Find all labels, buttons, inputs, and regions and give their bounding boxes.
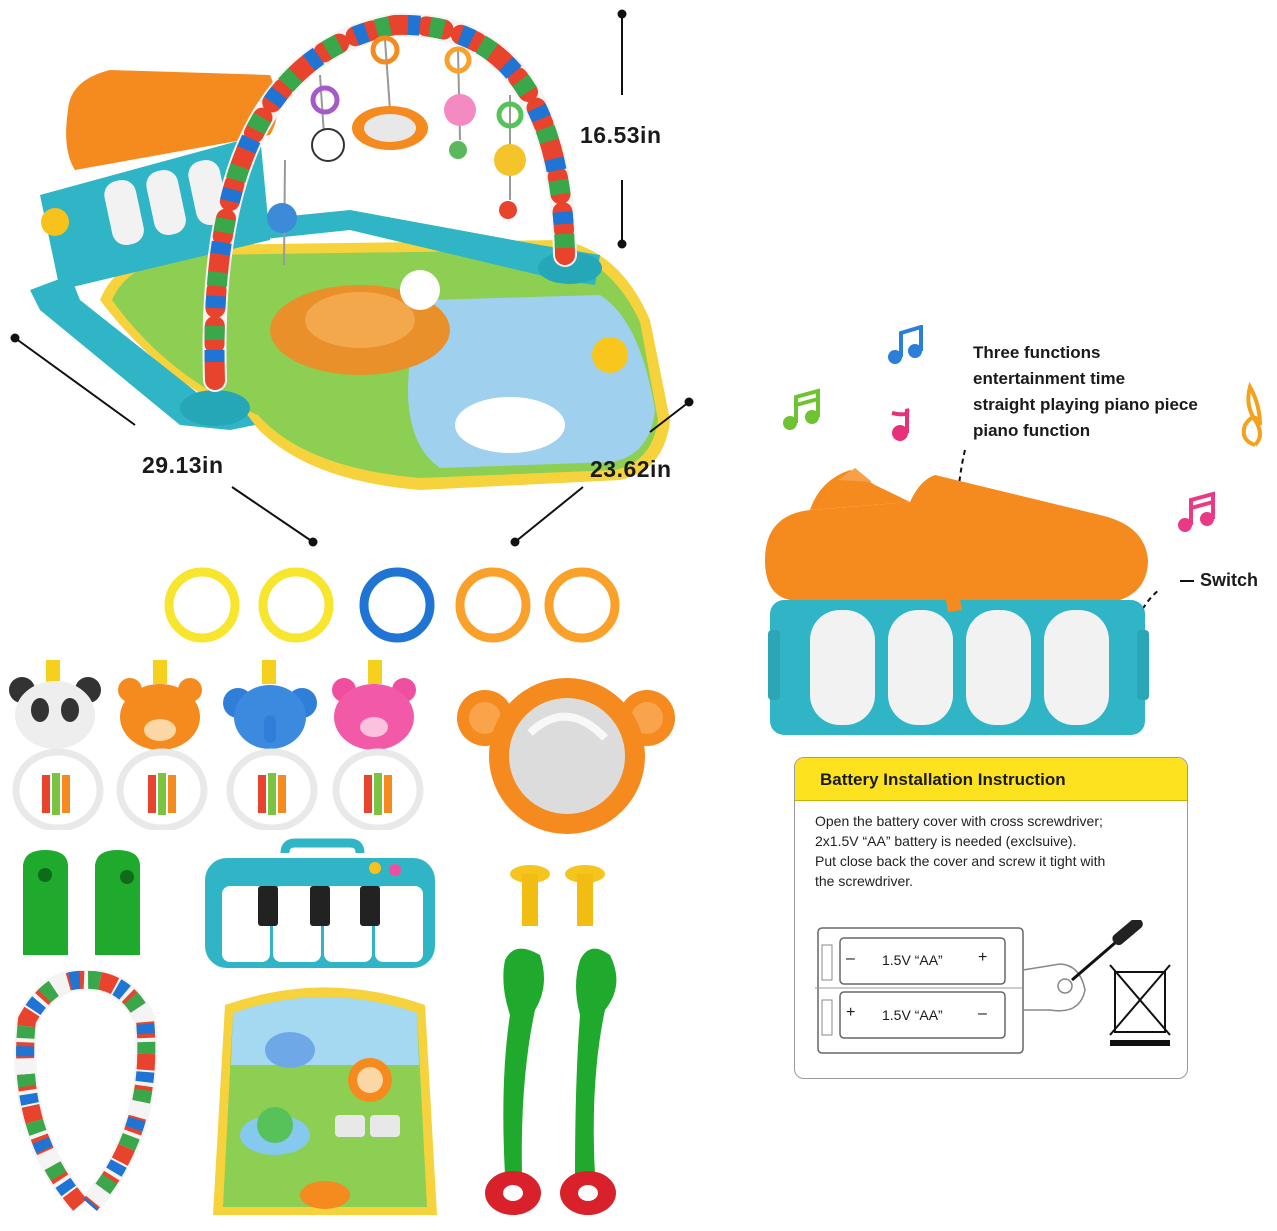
arch-bar	[14, 970, 158, 1213]
battery-plus-bottom: +	[846, 1004, 856, 1021]
switch-dash	[1180, 580, 1194, 582]
battery-line: the screwdriver.	[815, 873, 914, 889]
battery-instruction-box: Battery Installation Instruction Open th…	[794, 757, 1188, 1079]
length-dimension-label: 29.13in	[142, 452, 224, 478]
green-note-icon	[783, 388, 820, 430]
battery-title: Battery Installation Instruction	[795, 758, 1187, 801]
play-gym-illustration	[10, 9, 694, 547]
battery-minus-top: –	[846, 950, 855, 967]
animal-rattles	[9, 660, 424, 830]
screws	[510, 865, 605, 926]
width-dimension-label: 23.62in	[590, 456, 672, 482]
function-item: entertainment time	[973, 369, 1126, 388]
battery-line: Put close back the cover and screw it ti…	[815, 853, 1106, 869]
linking-rings	[164, 567, 620, 643]
battery-compartment-diagram	[815, 920, 1171, 1054]
battery-plus-top: +	[978, 949, 988, 966]
blue-note-icon	[888, 325, 923, 364]
battery-line: 2x1.5V “AA” battery is needed (exclsuive…	[815, 833, 1077, 849]
treble-clef-icon	[1241, 381, 1262, 447]
functions-description: Three functions entertainment time strai…	[973, 340, 1198, 444]
arch-legs	[485, 948, 617, 1215]
play-mat	[213, 987, 437, 1215]
battery-cell-top-label: 1.5V “AA”	[882, 952, 943, 968]
battery-cell-bottom-label: 1.5V “AA”	[882, 1007, 943, 1023]
baby-mirror	[457, 678, 675, 834]
music-note-icons	[783, 325, 1262, 532]
magenta-note-icon	[1178, 491, 1215, 532]
pink-note-icon	[891, 408, 910, 441]
function-item: piano function	[973, 421, 1091, 440]
function-item: Three functions	[973, 343, 1101, 362]
battery-minus-bottom: –	[978, 1005, 987, 1022]
battery-instructions: Open the battery cover with cross screwd…	[795, 801, 1187, 891]
battery-line: Open the battery cover with cross screwd…	[815, 813, 1103, 829]
green-connectors	[23, 850, 140, 955]
piano-house-detail	[765, 449, 1160, 735]
height-dimension-label: 16.53in	[580, 122, 662, 148]
function-item: straight playing piano piece	[973, 395, 1198, 414]
switch-label: Switch	[1200, 570, 1259, 590]
piano-keyboard-part	[205, 838, 435, 968]
